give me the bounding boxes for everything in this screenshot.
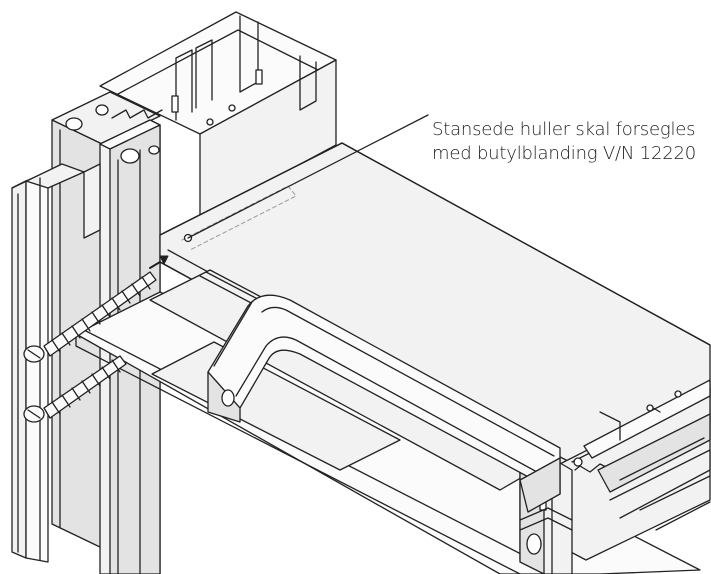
upper-screw: [23, 271, 157, 363]
rear-mullion-profile: [99, 11, 337, 219]
front-pressure-plate: [11, 163, 85, 563]
bead-handle: [207, 294, 561, 513]
punched-holes-hidden-line: [181, 185, 297, 251]
callout-line-2: med butylblanding V/N 12220: [432, 143, 696, 164]
insertion-arrow: [149, 255, 169, 269]
callout-line-1: Stansede huller skal forsegles: [432, 119, 696, 140]
callout-leader-line: [187, 114, 429, 239]
lower-screw: [23, 355, 127, 423]
lower-right-profile: [547, 379, 711, 561]
callout-annotation: Stansede huller skal forsegles med butyl…: [432, 118, 710, 166]
